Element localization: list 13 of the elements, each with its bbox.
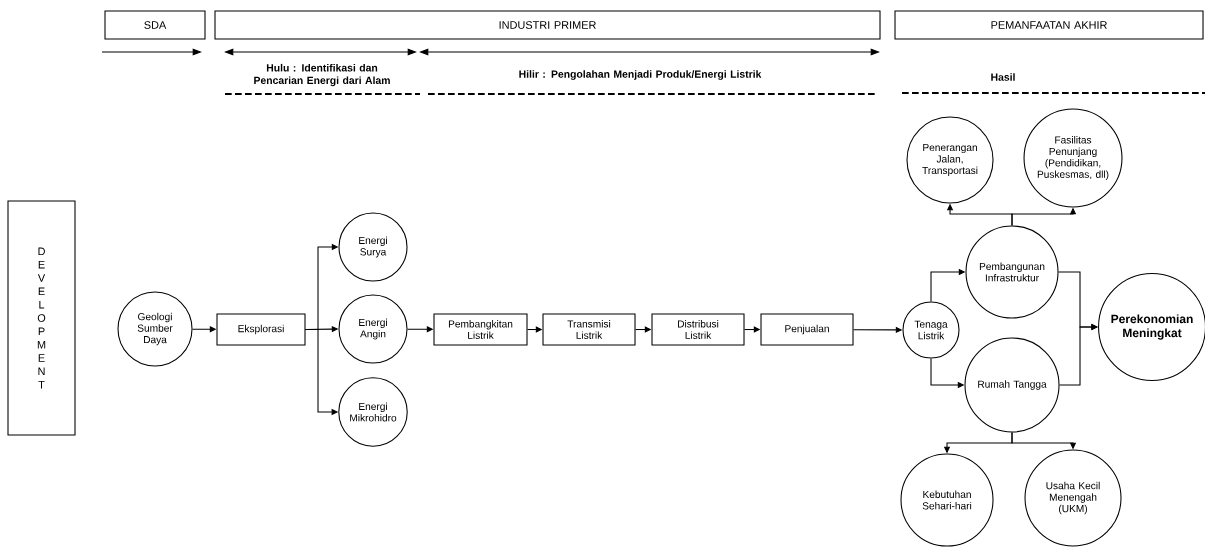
header-box: SDA bbox=[104, 10, 206, 40]
arrow bbox=[1059, 323, 1098, 386]
vertical-box: DEVELOPMENT bbox=[7, 200, 76, 436]
header-box: PEMANFAATAN AKHIR bbox=[894, 10, 1204, 40]
section-label: Hilir : Pengolahan Menjadi Produk/Energi Listrik bbox=[519, 70, 762, 80]
process-box: Pembangkitan Listrik bbox=[433, 313, 528, 346]
process-box: Penjualan bbox=[760, 313, 854, 346]
process-box: Eksplorasi bbox=[216, 313, 306, 346]
section-label: Hasil bbox=[991, 73, 1015, 81]
process-box: Distribusi Listrik bbox=[651, 313, 745, 346]
section-label: Hulu : Identifikasi dan Pencarian Energi dari Alam bbox=[254, 63, 390, 87]
process-box: Transmisi Listrik bbox=[542, 313, 636, 346]
header-box: INDUSTRI PRIMER bbox=[214, 10, 881, 40]
